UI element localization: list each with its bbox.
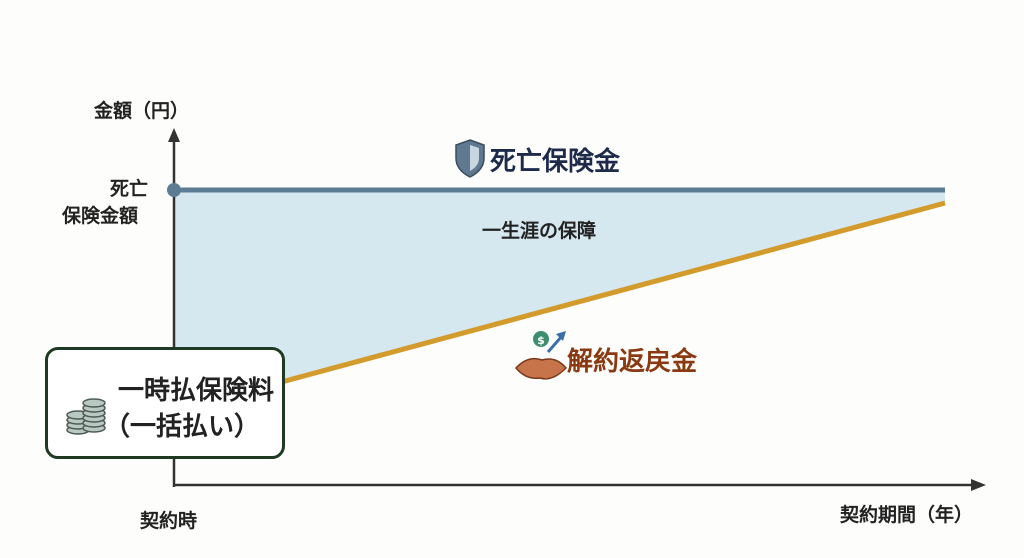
y-axis-label: 金額（円） [94, 100, 190, 122]
handshake-dollar-icon: $ [515, 331, 568, 380]
svg-text:$: $ [537, 334, 545, 347]
premium-line1: 一時払保険料 [118, 376, 275, 406]
coverage-area-label: 一生涯の保障 [482, 220, 597, 242]
y-axis-arrow [168, 128, 180, 142]
surrender-value-label: 解約返戻金 [567, 347, 698, 377]
y-marker-label-line2: 保険金額 [62, 205, 139, 227]
coin-stack-icon [66, 398, 106, 435]
surrender-value-line [173, 200, 946, 414]
premium-line2: （一括払い） [104, 412, 261, 442]
x-axis-start-label: 契約時 [140, 510, 198, 532]
x-axis-label: 契約期間（年） [840, 504, 974, 526]
shield-icon [455, 139, 485, 178]
y-marker-label-line1: 死亡 [110, 178, 149, 200]
x-axis-arrow [971, 479, 986, 491]
death-benefit-label: 死亡保険金 [490, 147, 621, 177]
coverage-area [174, 190, 945, 411]
death-benefit-point [167, 183, 181, 197]
premium-box: 一時払保険料 （一括払い） [45, 347, 285, 459]
